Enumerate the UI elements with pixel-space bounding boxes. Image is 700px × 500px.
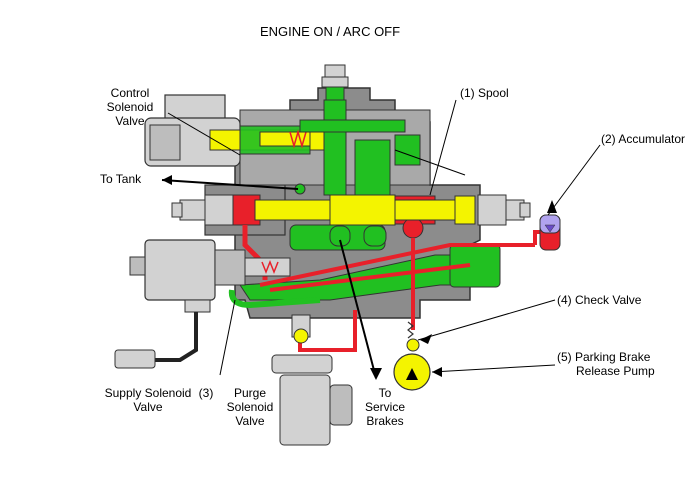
- label-supply-solenoid-valve-1: Supply Solenoid: [105, 386, 192, 400]
- label-purge-solenoid-valve-2: Solenoid: [227, 400, 274, 414]
- top-plug: [321, 64, 349, 102]
- label-spool: (1) Spool: [460, 86, 509, 100]
- control-solenoid-valve: [144, 94, 326, 167]
- purge-solenoid-valve: [271, 314, 353, 446]
- left-end-cap: [171, 194, 234, 226]
- label-to-service-brakes-3: Brakes: [366, 414, 403, 428]
- label-to-service-brakes-2: Service: [365, 400, 405, 414]
- label-control-solenoid-valve-3: Valve: [115, 114, 144, 128]
- label-control-solenoid-valve-1: Control: [111, 86, 150, 100]
- label-control-solenoid-valve-2: Solenoid: [107, 100, 154, 114]
- supply-solenoid-valve: [114, 239, 291, 369]
- label-parking-brake-pump-1: (5) Parking Brake: [557, 350, 651, 364]
- check-valve: [406, 321, 420, 352]
- diagram-title: ENGINE ON / ARC OFF: [260, 24, 400, 39]
- leader-lines: [167, 99, 601, 376]
- label-to-tank: To Tank: [100, 172, 142, 186]
- label-purge-solenoid-valve-1: Purge: [234, 386, 266, 400]
- label-callout-3: (3): [199, 386, 214, 400]
- arrows: [161, 175, 557, 380]
- spool: [254, 194, 476, 226]
- right-end-cap: [477, 194, 531, 226]
- accumulator: [539, 214, 561, 251]
- parking-brake-pump: [393, 353, 431, 391]
- label-supply-solenoid-valve-2: Valve: [133, 400, 162, 414]
- label-accumulator: (2) Accumulator: [601, 132, 685, 146]
- label-purge-solenoid-valve-3: Valve: [235, 414, 264, 428]
- label-check-valve: (4) Check Valve: [557, 293, 642, 307]
- label-parking-brake-pump-2: Release Pump: [576, 364, 655, 378]
- label-to-service-brakes-1: To: [379, 386, 392, 400]
